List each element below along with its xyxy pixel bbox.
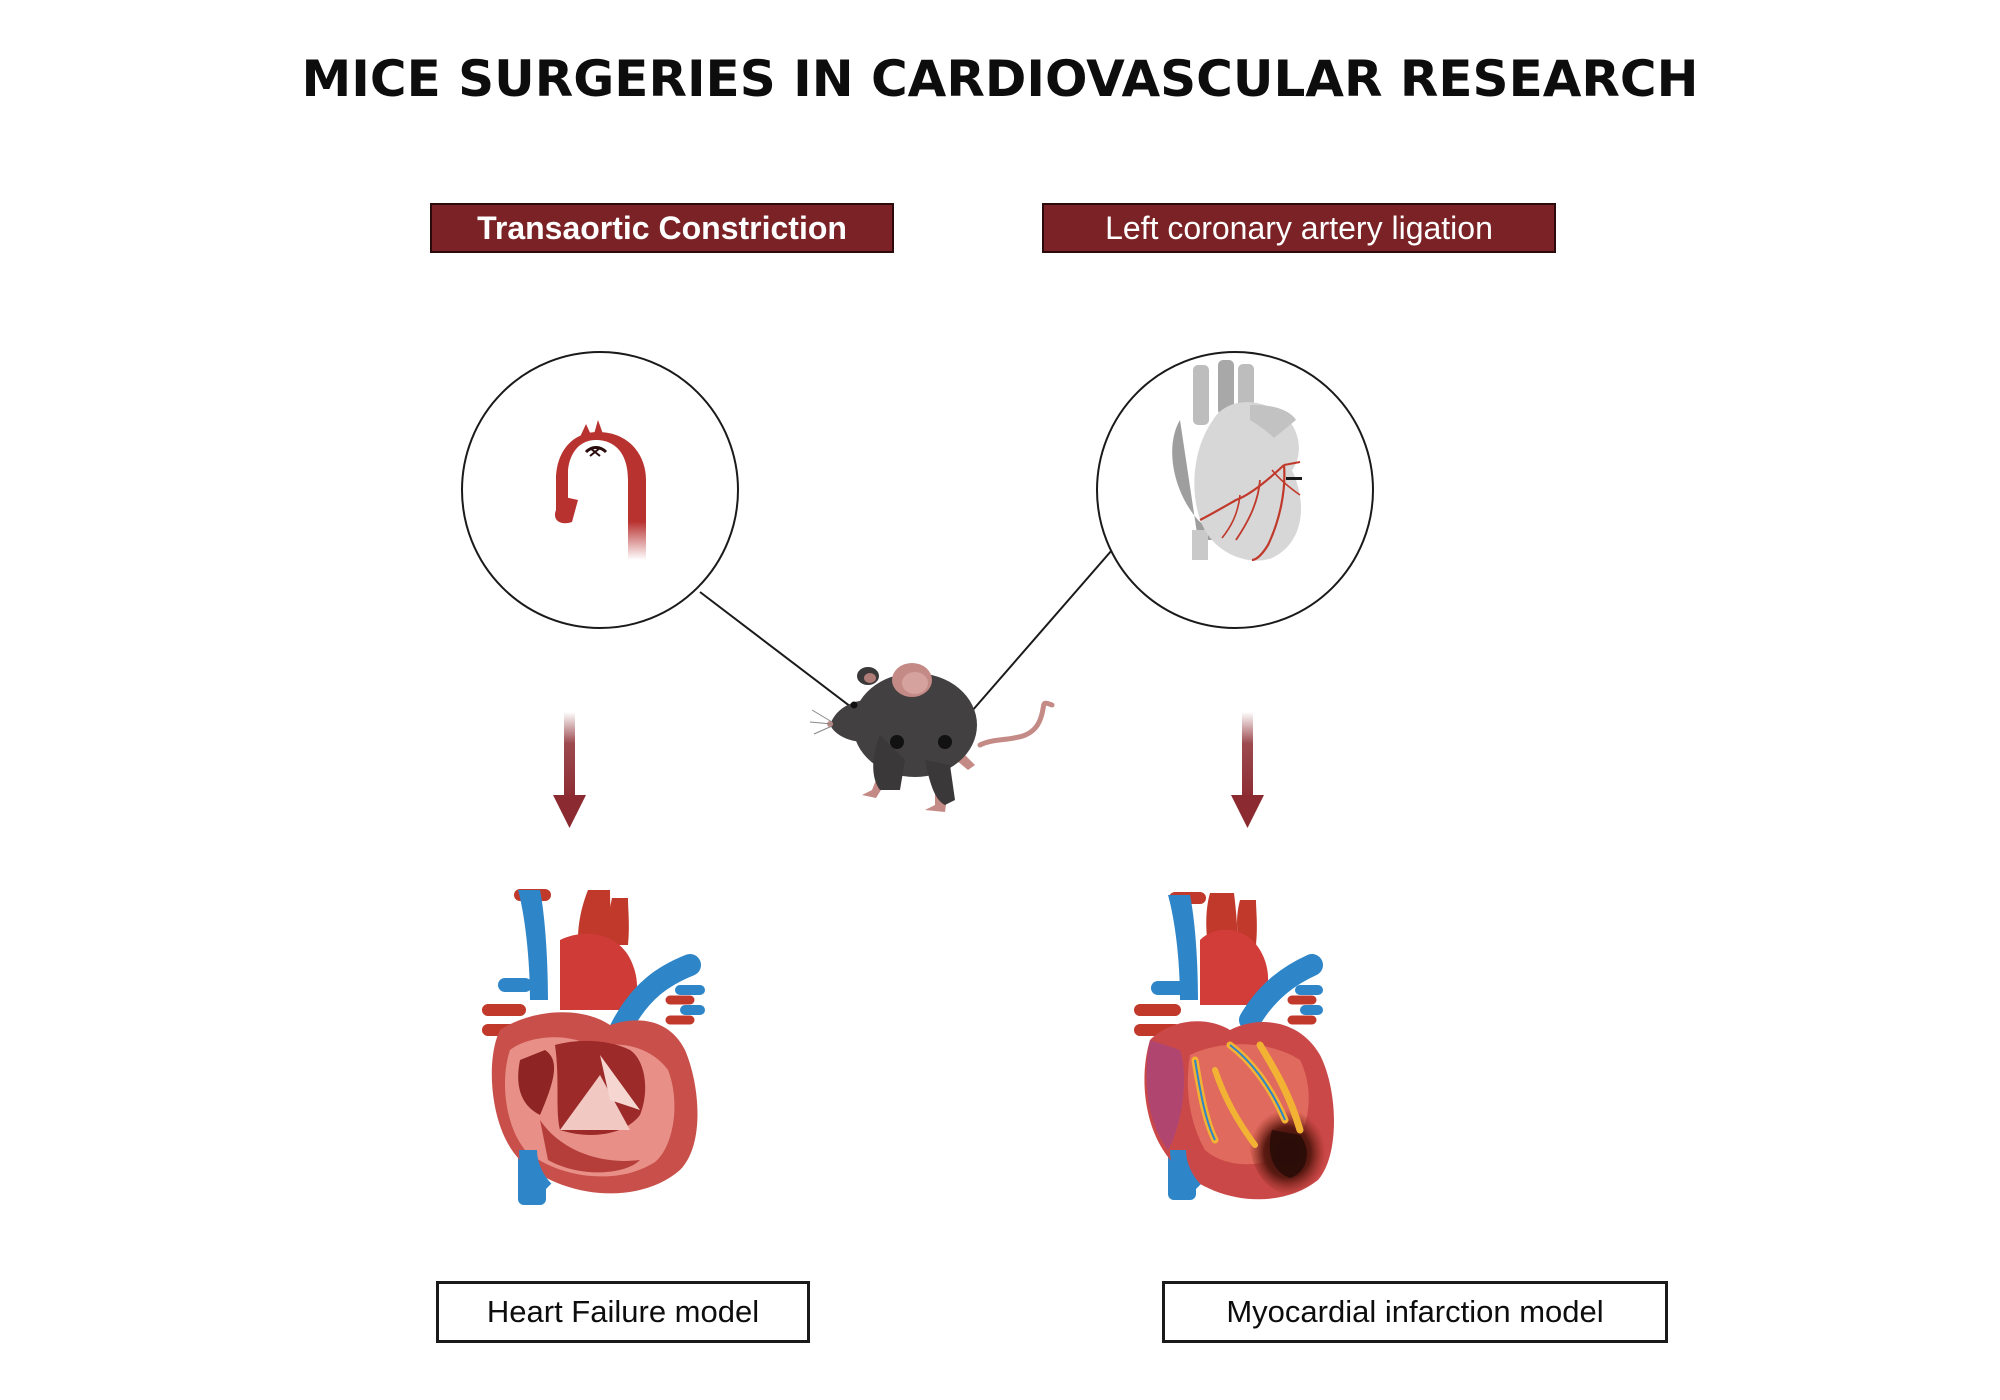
- coronary-ligation-label: Left coronary artery ligation: [1042, 203, 1556, 253]
- aortic-arch-icon: [554, 420, 646, 560]
- incision-dot: [938, 735, 952, 749]
- page-title: MICE SURGERIES IN CARDIOVASCULAR RESEARC…: [301, 50, 1699, 108]
- infarct-heart: [1134, 892, 1334, 1200]
- arrow-down-left: [553, 712, 586, 828]
- coronary-heart-icon: [1172, 360, 1302, 562]
- mouse-illustration: [809, 663, 1055, 812]
- incision-dot: [890, 735, 904, 749]
- heart-failure-model-label: Heart Failure model: [436, 1281, 810, 1343]
- arrow-down-right: [1231, 712, 1264, 828]
- aortic-arch-circle: [461, 351, 739, 629]
- ligature-mark: [1286, 477, 1302, 480]
- heart-failure-heart: [482, 889, 705, 1205]
- myocardial-infarction-model-label: Myocardial infarction model: [1162, 1281, 1668, 1343]
- coronary-ligation-circle: [1096, 351, 1374, 629]
- transaortic-constriction-label: Transaortic Constriction: [430, 203, 894, 253]
